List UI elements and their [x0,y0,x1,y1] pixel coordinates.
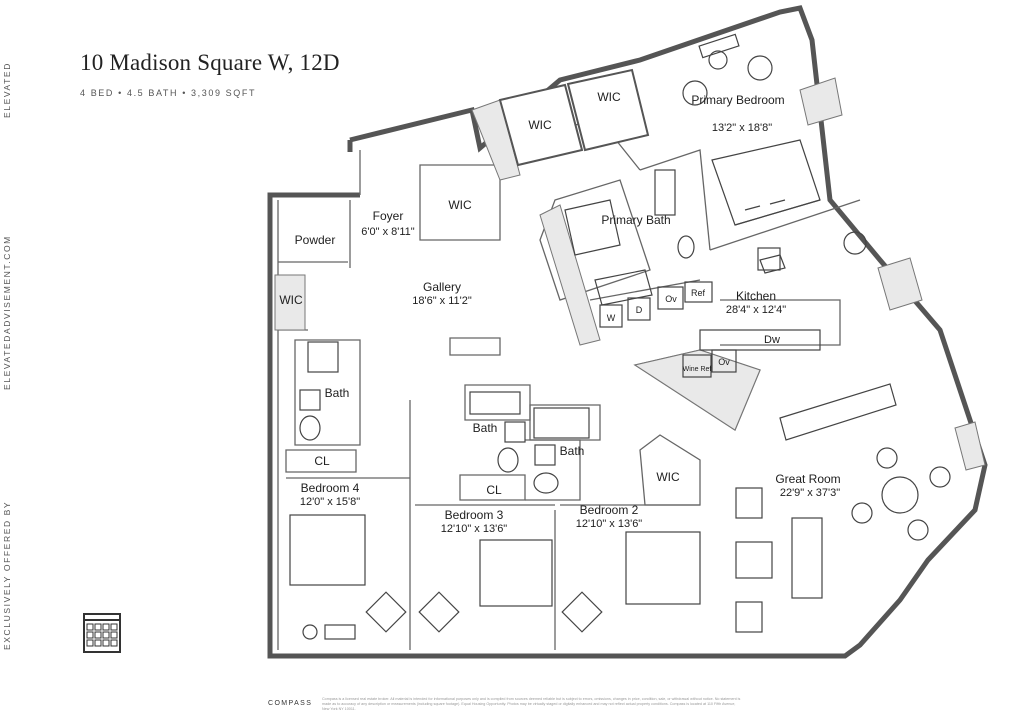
wic-e-label: WIC [656,470,680,484]
wine-fridge-label: Wine Ref [683,366,712,373]
dishwasher-label: Dw [764,334,780,346]
dryer-label: D [636,305,643,315]
foyer-dims: 6'0" x 8'11" [361,226,414,238]
wic-a-label: WIC [528,118,552,132]
washer-label: W [607,313,616,323]
powder-label: Powder [295,233,336,247]
closet-4-label: CL [314,454,330,468]
footer-disclaimer: Compass is a licensed real estate broker… [322,697,741,711]
structural-cores [274,77,986,471]
oven-2-label: Ov [718,357,730,367]
furniture [289,33,951,640]
wic-c-label: WIC [448,198,472,212]
bedroom-4-label: Bedroom 4 [301,481,360,495]
footer-brand: COMPASS [268,700,313,707]
bath-3-label: Bath [473,421,498,435]
bedroom-3-dims: 12'10" x 13'6" [441,523,508,535]
wic-d-label: WIC [279,293,303,307]
kitchen-label: Kitchen [736,289,776,303]
primary-bedroom-dims: 13'2" x 18'8" [712,122,772,134]
oven-label: Ov [665,294,677,304]
bedroom-3-label: Bedroom 3 [445,508,504,522]
wic-b-label: WIC [597,90,621,104]
refrigerator-label: Ref [691,288,706,298]
bedroom-2-label: Bedroom 2 [580,503,639,517]
gallery-label: Gallery [423,280,461,294]
building-logo-icon [83,613,121,653]
bedroom-2-dims: 12'10" x 13'6" [576,518,643,530]
primary-bedroom-label: Primary Bedroom [691,93,784,107]
gallery-dims: 18'6" x 11'2" [412,295,472,307]
bath-2-label: Bath [560,444,585,458]
closet-3-label: CL [486,483,502,497]
great-room-label: Great Room [775,472,840,486]
kitchen-dims: 28'4" x 12'4" [726,304,786,316]
primary-bath-label: Primary Bath [601,213,670,227]
property-title: 10 Madison Square W, 12D [80,50,340,75]
closet-boxes [498,68,650,167]
bath-4-label: Bath [325,386,350,400]
great-room-dims: 22'9" x 37'3" [780,487,840,499]
foyer-label: Foyer [373,209,404,223]
property-details: 4 BED • 4.5 BATH • 3,309 SQFT [80,88,257,98]
bedroom-4-dims: 12'0" x 15'8" [300,496,360,508]
